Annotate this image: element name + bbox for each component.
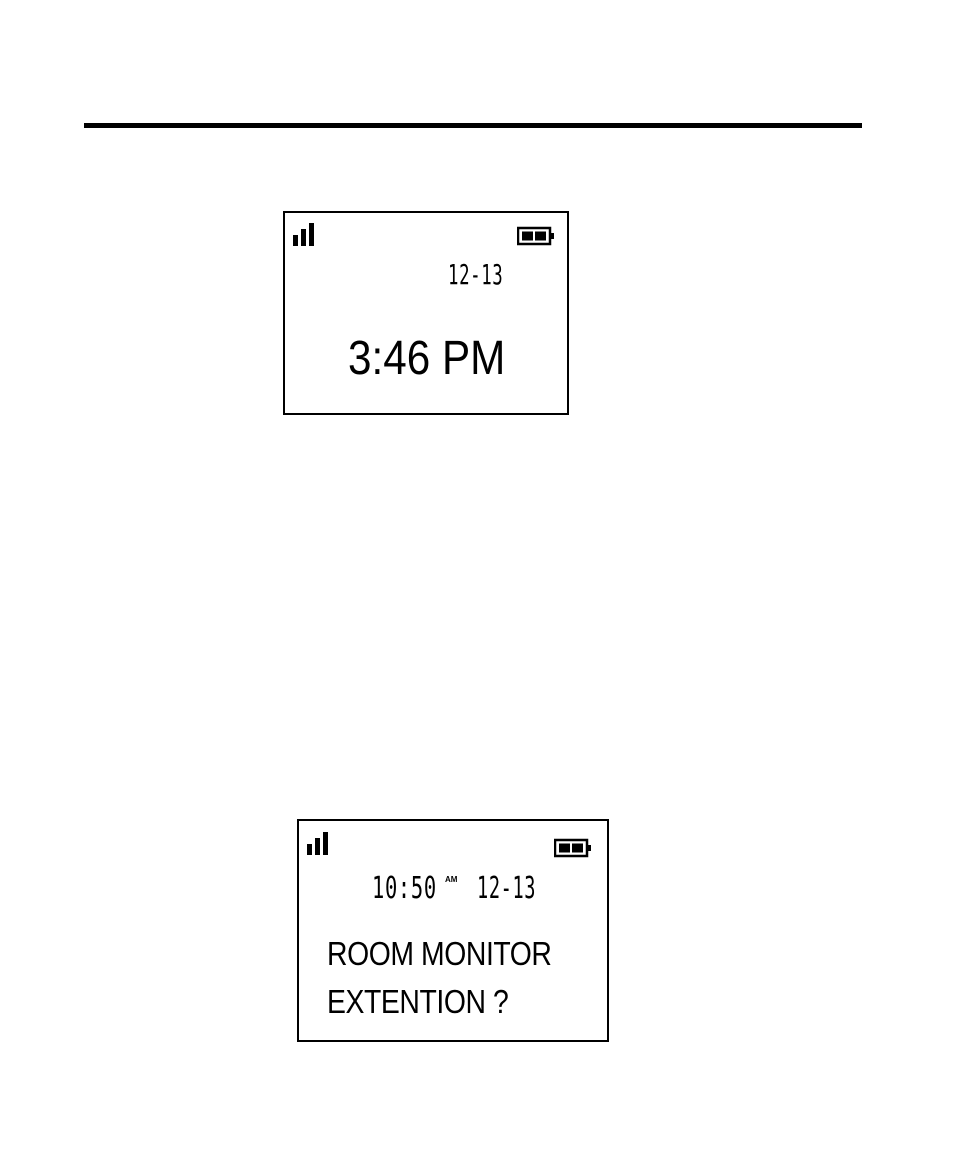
signal-strength-icon <box>292 222 318 248</box>
clock-time-small: 10:50 <box>372 871 437 906</box>
prompt-line-2: EXTENTION ? <box>327 983 508 1021</box>
prompt-line-1: ROOM MONITOR <box>327 935 552 973</box>
date-readout: 12-13 <box>477 871 536 906</box>
handset-display-idle: 12-13 3:46 PM <box>283 211 569 415</box>
battery-full-icon <box>517 226 555 246</box>
clock-time: 3:46 PM <box>348 331 505 386</box>
date-readout: 12-13 <box>448 258 503 291</box>
handset-display-prompt: 10:50 AM 12-13 ROOM MONITOR EXTENTION ? <box>297 819 609 1042</box>
battery-full-icon <box>554 838 592 858</box>
am-pm-indicator: AM <box>445 875 457 884</box>
signal-strength-icon <box>306 831 332 857</box>
section-divider-rule <box>84 123 862 128</box>
